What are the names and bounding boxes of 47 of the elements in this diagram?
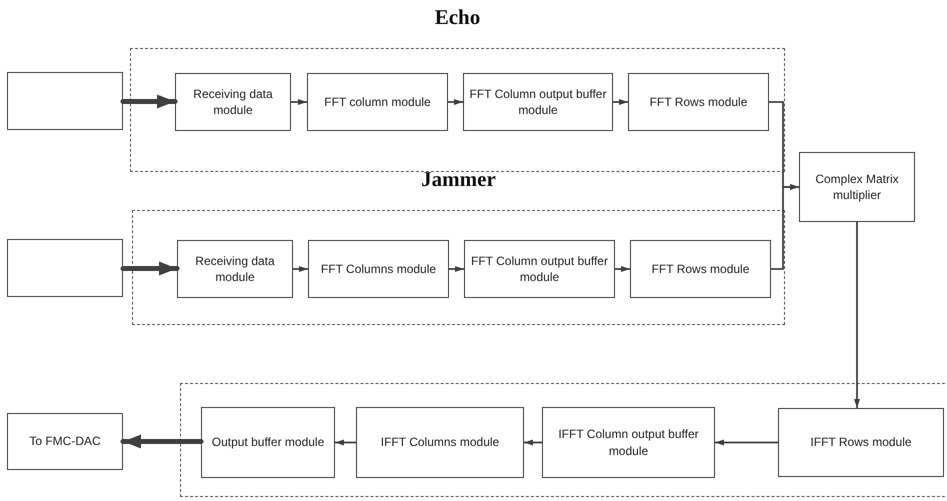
box-label: Complex Matrix multiplier: [814, 170, 900, 204]
arrow: [120, 262, 180, 276]
box-label: FFT Rows module: [648, 94, 748, 110]
box-label: FFT column module: [323, 94, 432, 110]
process-box: [542, 407, 715, 478]
process-box: [7, 72, 123, 130]
process-box: [778, 408, 944, 477]
arrow: [448, 99, 463, 105]
box-label: IFFT Rows module: [809, 434, 913, 451]
group-heading: Jammer: [420, 167, 497, 192]
arrow: [335, 440, 356, 446]
box-label: Receiving data module: [194, 252, 276, 286]
arrow: [771, 184, 799, 270]
arrow: [449, 266, 464, 272]
process-box: [307, 73, 448, 131]
process-box: [201, 407, 335, 478]
process-box: [356, 407, 524, 478]
process-box: [463, 73, 613, 131]
box-label: IFFT Columns module: [380, 434, 500, 451]
process-box: [177, 240, 293, 298]
box-label: FFT Rows module: [650, 260, 750, 278]
arrow: [854, 222, 860, 408]
process-box: [7, 413, 123, 470]
process-box: [630, 240, 771, 298]
arrow: [291, 99, 307, 105]
process-box: [175, 73, 291, 131]
arrow: [613, 99, 628, 105]
box-label: Output buffer module: [210, 434, 326, 451]
dashed-group-frame: [180, 383, 947, 497]
box-label: FFT Column output buffer module: [470, 252, 609, 286]
process-box: [7, 239, 123, 297]
process-box: [308, 240, 449, 298]
box-label: Receiving data module: [192, 86, 274, 118]
arrow: [524, 440, 542, 446]
process-box: [799, 152, 915, 222]
group-heading: Echo: [434, 5, 482, 30]
arrow: [715, 440, 778, 446]
box-label: FFT Column output buffer module: [468, 86, 608, 118]
box-label: To FMC-DAC: [28, 433, 102, 450]
arrow: [615, 266, 630, 272]
arrow: [120, 434, 204, 448]
arrow: [120, 94, 178, 108]
box-label: FFT Columns module: [320, 260, 438, 278]
box-label: IFFT Column output buffer module: [557, 426, 700, 459]
process-box: [464, 240, 615, 298]
arrow: [293, 266, 308, 272]
process-box: [628, 73, 769, 131]
